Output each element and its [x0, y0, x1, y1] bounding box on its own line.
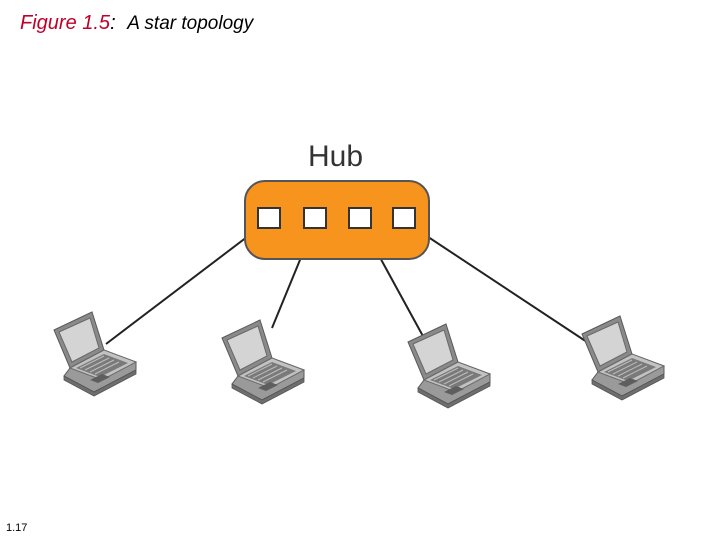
hub-port-4 — [392, 207, 416, 229]
laptop-icon — [407, 323, 491, 409]
hub-label: Hub — [308, 140, 364, 173]
hub-device — [244, 180, 430, 260]
hub-port-2 — [303, 207, 327, 229]
laptop-icon — [221, 319, 305, 405]
laptop-icon — [581, 315, 665, 401]
page-title: Figure 1.5: A star topology — [20, 12, 253, 35]
figure-label: Figure 1.5 — [20, 12, 111, 34]
hub-port-1 — [257, 207, 281, 229]
link-1 — [105, 220, 269, 345]
link-4 — [403, 220, 591, 345]
page-number: 1.17 — [6, 522, 28, 534]
laptop-icon — [53, 311, 137, 397]
figure-caption: A star topology — [127, 13, 254, 34]
hub-port-3 — [348, 207, 372, 229]
figure-colon: : — [110, 12, 116, 34]
